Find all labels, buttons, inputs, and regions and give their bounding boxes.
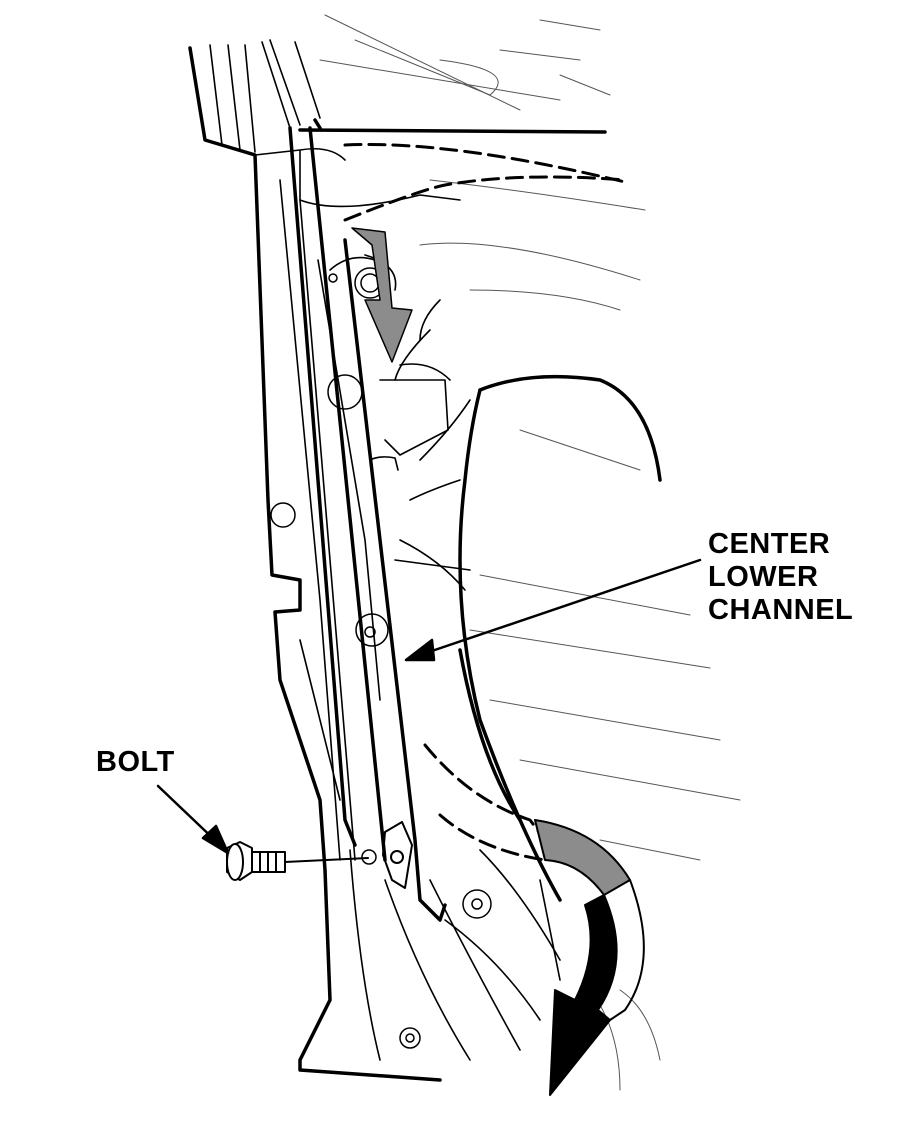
leader-lines <box>156 558 702 855</box>
bolt-arrowhead <box>201 824 230 855</box>
pillar-outline <box>188 46 662 1082</box>
down-arrow-icon <box>351 227 413 363</box>
nut-plate <box>382 821 413 889</box>
bolt-label: BOLT <box>96 746 175 778</box>
label-line: CHANNEL <box>708 594 854 626</box>
bolt-icon <box>226 841 369 881</box>
center-lower-channel-label: CENTER LOWER CHANNEL <box>708 528 853 627</box>
center-lower-channel-arrowhead <box>404 638 436 662</box>
hidden-lines <box>343 142 627 862</box>
curved-arrow-icon <box>534 819 645 1096</box>
label-line: CENTER <box>708 528 831 560</box>
background-sketch <box>319 14 741 1091</box>
pillar-detail <box>209 39 561 1061</box>
label-line: LOWER <box>708 561 819 593</box>
